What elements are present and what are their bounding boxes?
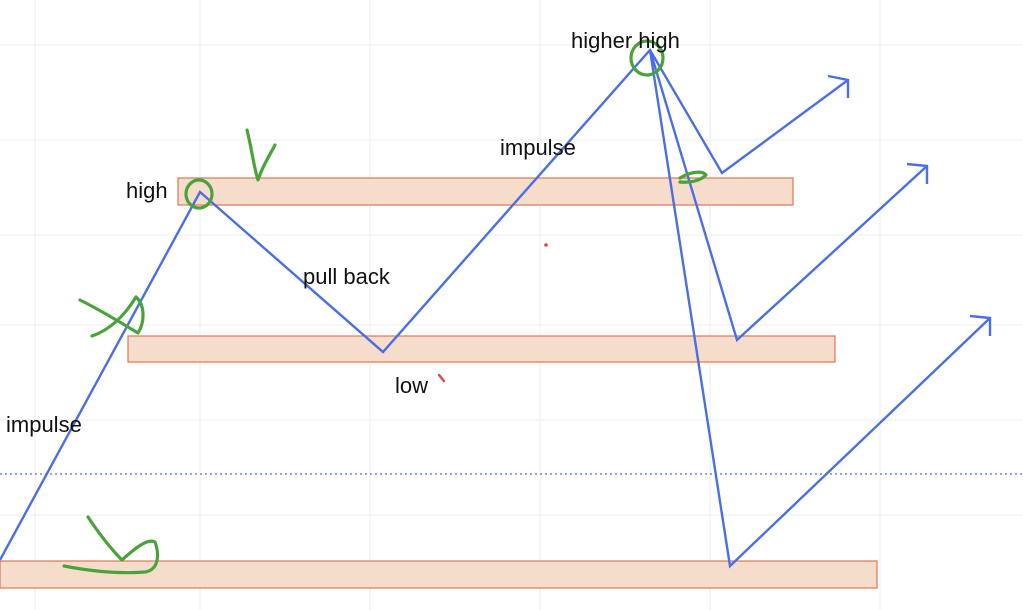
check-mark-bottom xyxy=(62,515,160,575)
arrow-head-middle xyxy=(906,162,929,184)
resistance-zone-high xyxy=(177,177,794,206)
label-high: high xyxy=(126,178,168,203)
higher-high-circle-marker xyxy=(629,39,665,77)
label-impulse-mid: impulse xyxy=(500,135,576,160)
label-higher-high: higher high xyxy=(571,28,680,53)
check-mark-left xyxy=(78,295,145,338)
support-zone-middle xyxy=(127,335,836,363)
red-dot-mark xyxy=(544,243,548,247)
arrow-head-lower xyxy=(969,314,992,336)
high-circle-marker xyxy=(184,178,214,210)
label-pull-back: pull back xyxy=(303,264,391,289)
arrow-head-upper xyxy=(827,74,850,98)
main-price-path xyxy=(0,47,849,561)
red-tick-mark xyxy=(437,373,446,383)
label-low: low xyxy=(395,373,428,398)
check-mark-top xyxy=(245,128,277,182)
label-impulse-left: impulse xyxy=(6,412,82,437)
price-path-branch-middle xyxy=(648,49,928,343)
support-zone-bottom xyxy=(0,560,878,589)
small-squiggle-marker xyxy=(678,170,708,184)
price-path-branch-bottom xyxy=(648,49,991,569)
